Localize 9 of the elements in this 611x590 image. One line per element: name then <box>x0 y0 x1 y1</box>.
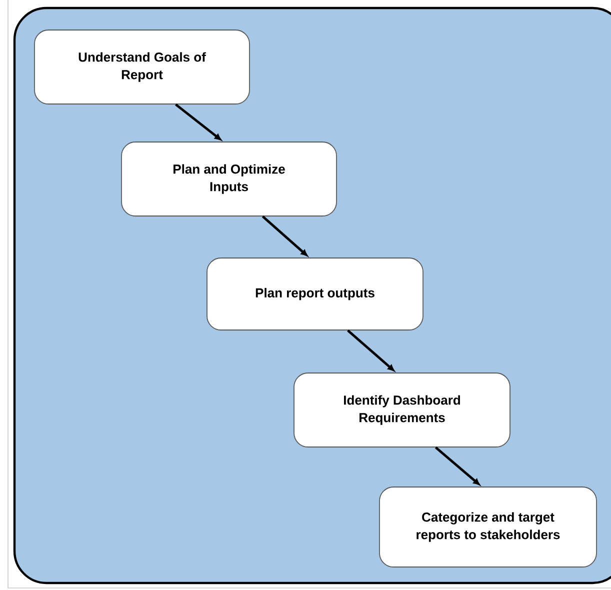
arrow <box>434 446 480 486</box>
process-box: Identify Dashboard Requirements <box>294 372 510 448</box>
process-box: Plan and Optimize Inputs <box>121 142 337 216</box>
arrow <box>174 104 222 140</box>
process-box: Categorize and target reports to stakeholders <box>379 486 597 568</box>
arrow <box>347 330 394 372</box>
process-box: Understand Goals of Report <box>34 30 250 104</box>
arrow <box>262 216 308 256</box>
process-box: Plan report outputs <box>206 258 424 330</box>
